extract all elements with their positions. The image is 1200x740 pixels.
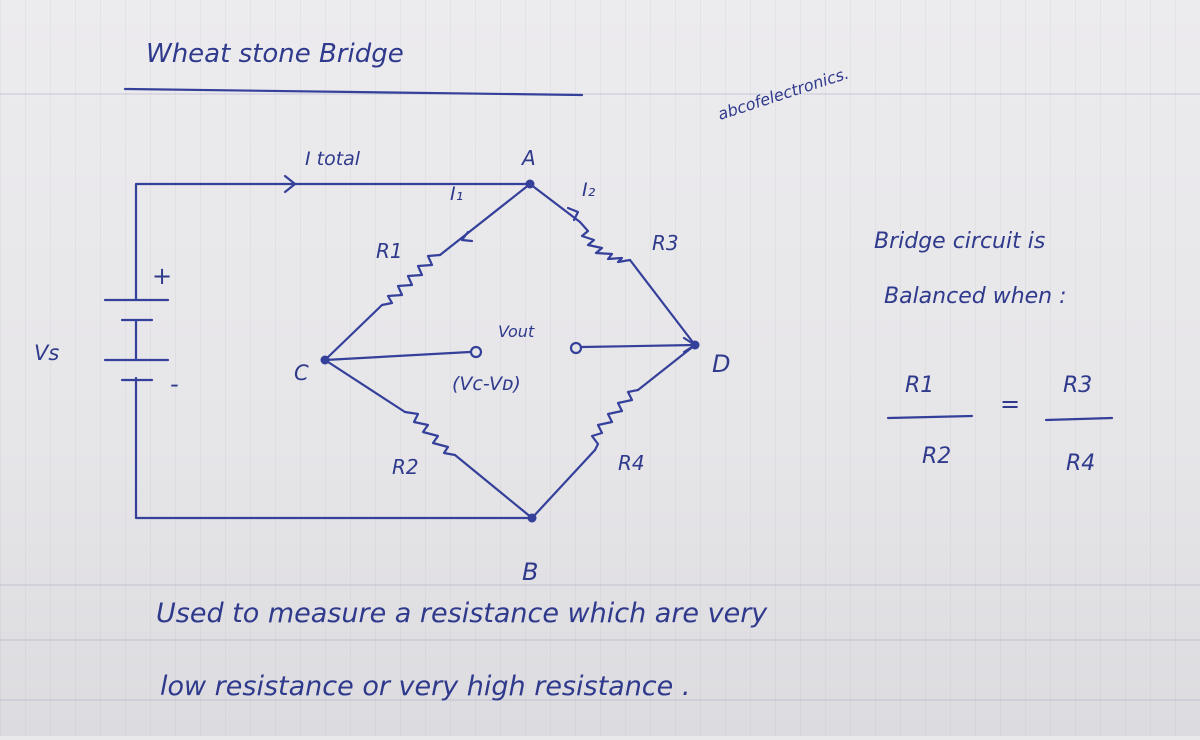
circuit-wires — [134, 182, 697, 520]
label-vout-expression: (Vᴄ-Vᴅ) — [452, 373, 521, 395]
wire-r3-to-d — [628, 258, 697, 347]
balance-text-line2: Balanced when : — [884, 284, 1067, 309]
label-itotal: I total — [305, 148, 361, 170]
label-node-c: C — [294, 361, 309, 385]
top-wire — [134, 182, 532, 302]
label-i2: I₂ — [582, 179, 596, 201]
battery-symbol — [103, 298, 170, 382]
label-r4: R4 — [618, 451, 645, 475]
label-r3: R3 — [652, 231, 679, 255]
label-node-d: D — [712, 350, 730, 378]
ratio-right-fraction-bar — [1044, 416, 1114, 422]
wire-c-to-r2 — [323, 358, 407, 414]
label-vout: Vout — [498, 322, 535, 341]
balance-text-line1: Bridge circuit is — [874, 229, 1045, 254]
label-plus: + — [152, 262, 172, 290]
r1-resistor-symbol — [380, 253, 442, 307]
page-rules — [0, 93, 1200, 701]
label-node-b: B — [522, 558, 538, 586]
wire-r1-to-c — [323, 303, 384, 362]
wire-vout-terminal-to-d — [580, 343, 697, 349]
bottom-wire — [134, 376, 534, 520]
i1-arrow-icon — [460, 230, 474, 243]
wire-a-to-r1 — [438, 182, 532, 257]
r3-resistor-symbol — [578, 220, 632, 264]
label-r2: R2 — [392, 455, 419, 479]
wire-r4-to-b — [530, 448, 597, 520]
node-a-dot — [525, 179, 535, 189]
vout-terminal-left — [469, 345, 483, 359]
r4-resistor-symbol — [590, 388, 640, 452]
label-r1: R1 — [376, 239, 403, 263]
wire-d-to-r4 — [636, 343, 697, 392]
label-i1: I₁ — [450, 183, 463, 205]
wire-a-to-r3 — [528, 182, 582, 224]
ratio-right-numerator: R3 — [1063, 373, 1092, 398]
i2-arrow-icon — [566, 206, 580, 222]
node-c-dot — [320, 355, 330, 365]
title-underline — [123, 87, 584, 97]
ratio-left-denominator: R2 — [922, 444, 951, 469]
label-vs: Vs — [34, 341, 59, 365]
wire-c-to-vout-terminal — [323, 350, 472, 362]
page-title: Wheat stone Bridge — [146, 39, 404, 69]
ratio-left-numerator: R1 — [905, 373, 934, 398]
ratio-equals-sign: = — [1000, 390, 1020, 418]
footer-line1: Used to measure a resistance which are v… — [156, 598, 768, 629]
ratio-right-denominator: R4 — [1066, 451, 1095, 476]
node-d-dot — [690, 340, 700, 350]
node-b-dot — [527, 513, 537, 523]
r2-resistor-symbol — [403, 410, 457, 457]
vout-terminal-right — [569, 341, 583, 355]
footer-line2: low resistance or very high resistance . — [160, 671, 690, 702]
label-node-a: A — [520, 146, 536, 170]
wire-r2-to-b — [453, 453, 534, 520]
itotal-arrow-icon — [283, 174, 297, 194]
label-minus: - — [170, 370, 179, 398]
ratio-left-fraction-bar — [886, 414, 974, 420]
